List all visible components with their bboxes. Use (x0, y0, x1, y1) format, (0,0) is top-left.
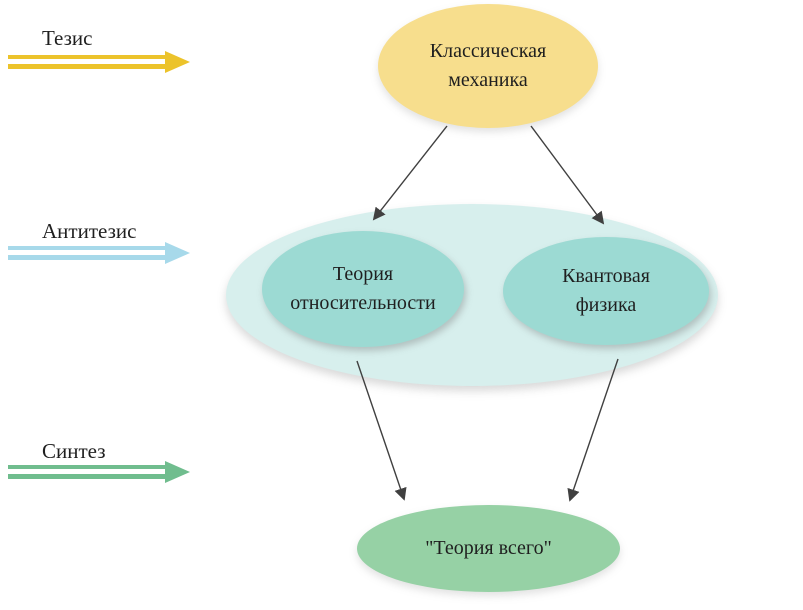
node-relativity: Теория относительности (262, 231, 464, 347)
antithesis-label: Антитезис (42, 219, 137, 243)
node-quantum-physics: Квантовая физика (503, 237, 709, 345)
antithesis-arrow-icon (8, 242, 190, 264)
arrow-bars (8, 461, 165, 483)
node-classical-mechanics: Классическая механика (378, 4, 598, 128)
node-theory-of-everything: "Теория всего" (357, 505, 620, 592)
node-label: Теория относительности (290, 263, 436, 314)
thesis-label: Тезис (42, 26, 93, 50)
synthesis-arrow-icon (8, 461, 190, 483)
arrow-head (165, 242, 190, 264)
node-label: Квантовая физика (562, 265, 650, 316)
node-label: Классическая механика (429, 40, 547, 91)
synthesis-label: Синтез (42, 439, 106, 463)
arrow-head (165, 461, 190, 483)
arrow-bars (8, 51, 165, 73)
arrow-quantum-to-toe (567, 358, 619, 502)
node-label: "Теория всего" (425, 537, 552, 559)
thesis-arrow-icon (8, 51, 190, 73)
arrow-head (165, 51, 190, 73)
arrow-bars (8, 242, 165, 264)
